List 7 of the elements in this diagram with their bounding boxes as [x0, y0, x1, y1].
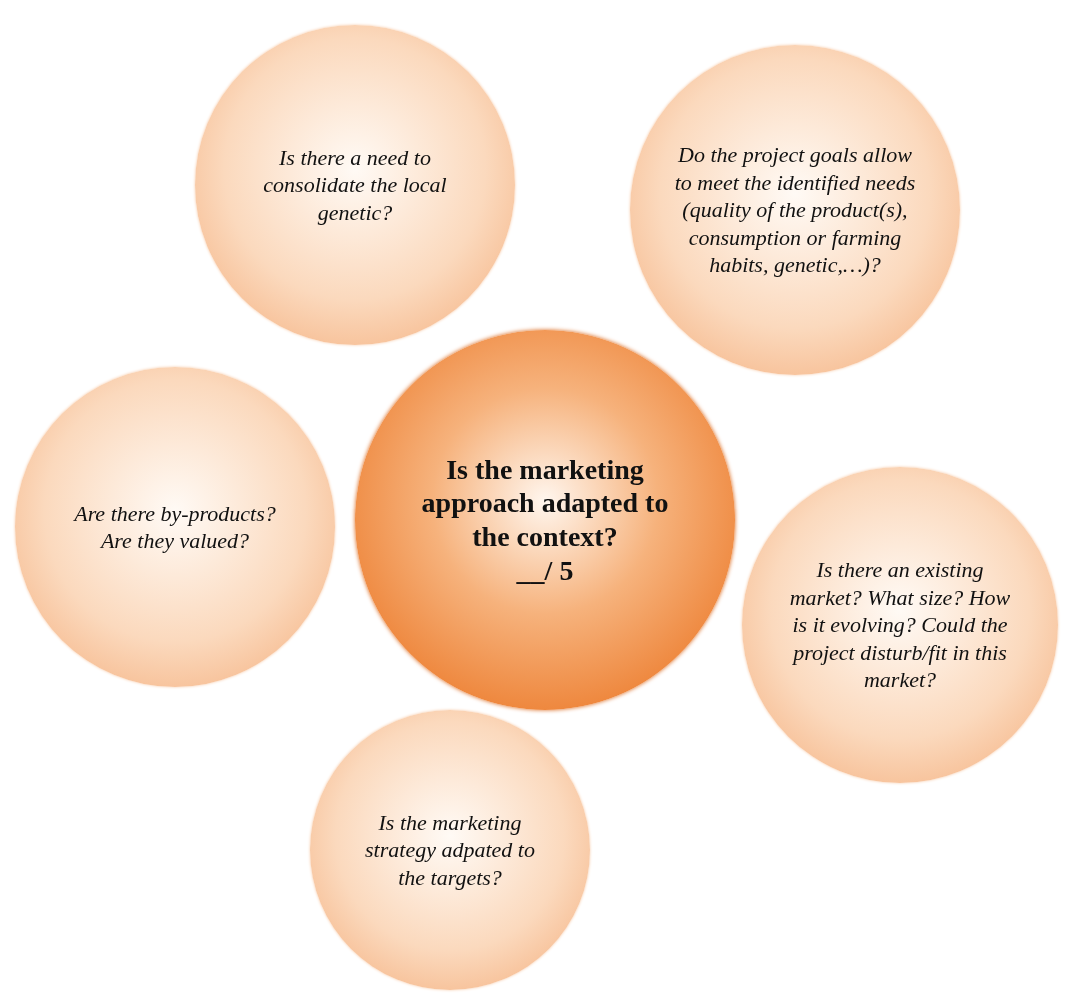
question-text: Are there by-products? Are they valued? — [72, 499, 277, 555]
question-text: Is the marketing strategy adpated to the targets? — [364, 808, 536, 892]
question-text: Is there an existing market? What size? How is it evolving? Could the project disturb/fit in this market? — [788, 556, 1012, 694]
score-text: __/ 5 — [516, 553, 574, 588]
question-text: Is there a need to consolidate the local genetic? — [262, 143, 448, 227]
question-text: Do the project goals allow to meet the identified needs (quality of the product(s), consumption or farming habits, genetic,…)? — [673, 141, 917, 279]
heading-text: Is the marketing approach adapted to the context? — [420, 452, 670, 554]
